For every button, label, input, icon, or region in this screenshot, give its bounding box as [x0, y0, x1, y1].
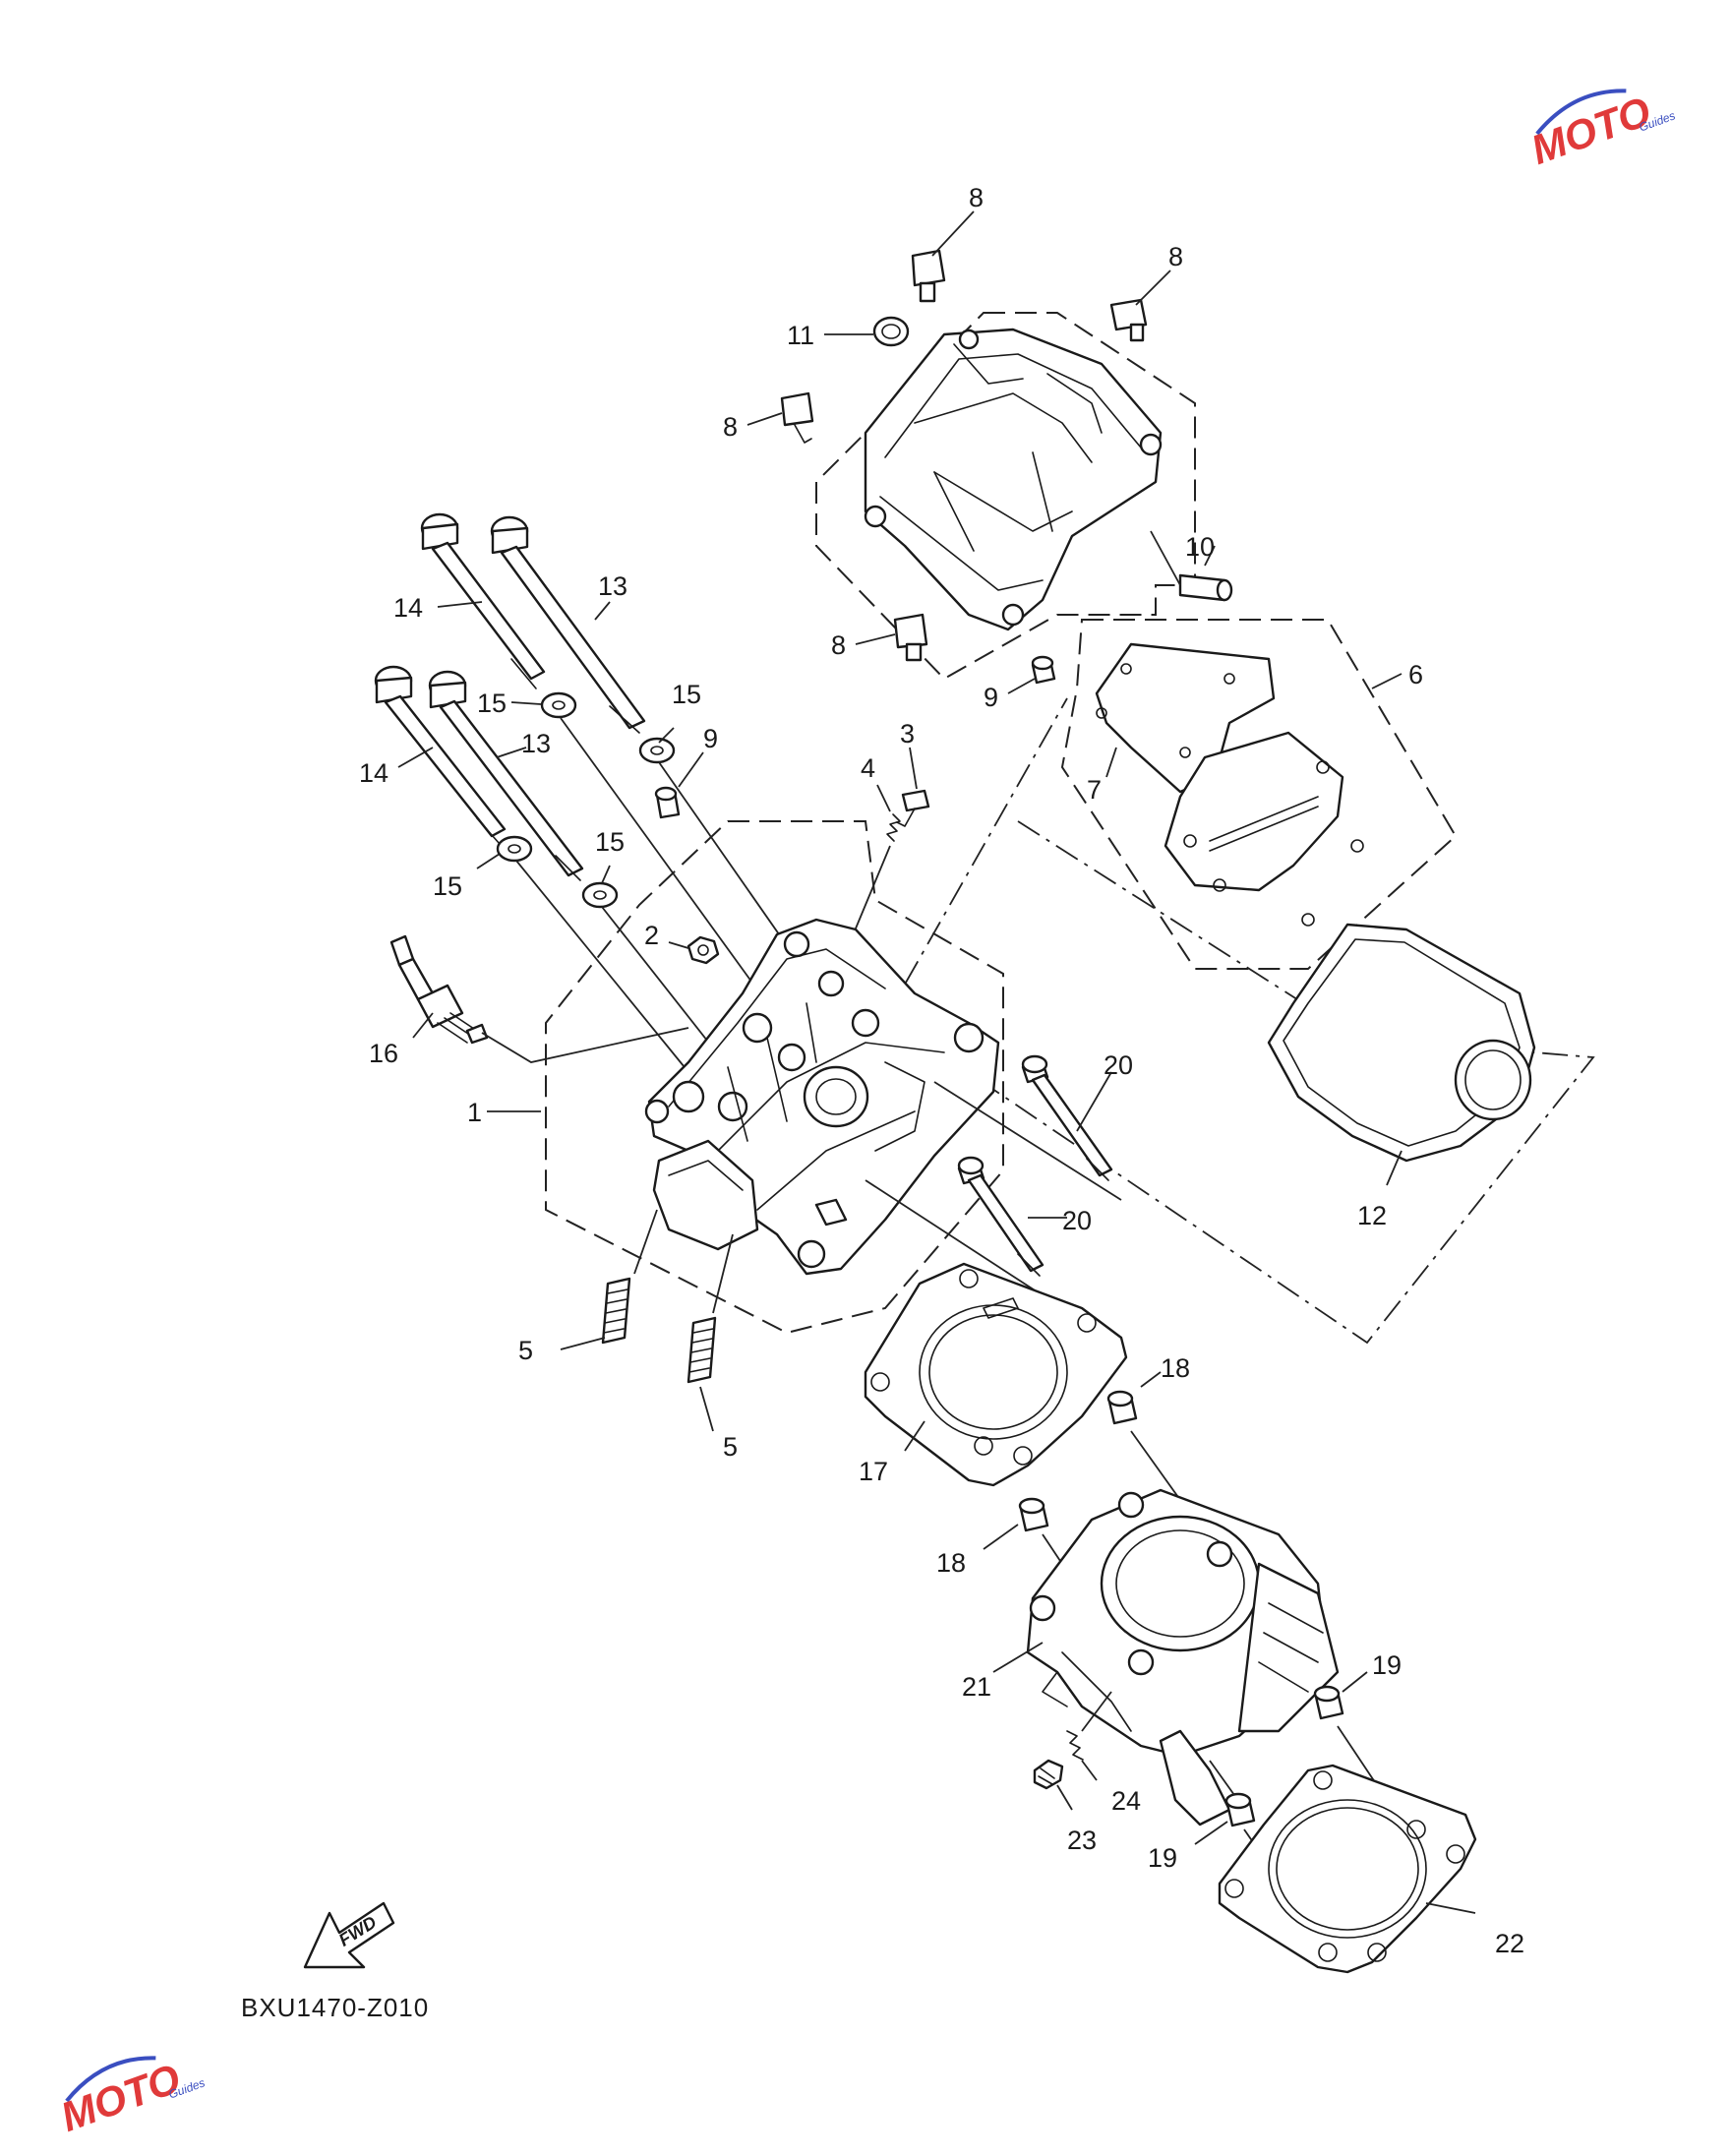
callout-9a: 9: [984, 683, 998, 712]
bolt-20-lines: [865, 1081, 1122, 1309]
callout-14b: 14: [359, 758, 388, 788]
callout-21: 21: [962, 1672, 991, 1702]
bolt-14-front: [374, 665, 507, 845]
callout-23: 23: [1067, 1826, 1097, 1855]
callout-4: 4: [861, 753, 875, 783]
callout-8d: 8: [831, 630, 846, 660]
callout-10: 10: [1185, 532, 1215, 562]
callout-19b: 19: [1148, 1843, 1177, 1873]
callout-17: 17: [859, 1457, 888, 1486]
diagram-code: BXU1470-Z010: [241, 1993, 429, 2022]
spark-plug-16: [389, 934, 689, 1063]
bolt-14-rear: [420, 512, 546, 689]
base-gasket-22: [1218, 1764, 1477, 1974]
callout-5a: 5: [518, 1336, 533, 1365]
callout-14a: 14: [393, 593, 423, 623]
callout-22: 22: [1495, 1929, 1524, 1958]
callout-8c: 8: [723, 412, 738, 442]
breather-plate-6: [1105, 673, 1403, 927]
watermark-logo-top: MOTO Guides: [1525, 88, 1677, 173]
callout-18b: 18: [936, 1548, 966, 1578]
callout-labels: 1 2 3 4 5 5 6 7 8 8 8 8 9 9 10 11 12 13 …: [359, 183, 1524, 1958]
fwd-arrow-icon: FWD: [303, 1901, 395, 1969]
callout-2: 2: [644, 921, 659, 950]
callout-15b: 15: [672, 680, 701, 709]
watermark-logo-bottom: MOTO Guides: [55, 2055, 207, 2140]
washer-15-a: [510, 691, 577, 719]
stud-5-right: [686, 1233, 734, 1432]
bolt-13-front: [428, 670, 584, 881]
callout-13b: 13: [521, 729, 551, 758]
callout-8a: 8: [969, 183, 984, 212]
bolt-23: [1033, 1759, 1073, 1811]
bolt-20-lower: [957, 1156, 1067, 1277]
bolt-20-upper: [1021, 1054, 1113, 1181]
stud-5-left: [560, 1209, 658, 1350]
callout-12: 12: [1357, 1201, 1387, 1230]
callout-20b: 20: [1062, 1206, 1092, 1235]
bolt-8-right: [1109, 270, 1171, 342]
callout-13a: 13: [598, 571, 627, 601]
washer-15-c: [476, 835, 533, 869]
cylinder-head-1: [644, 918, 1000, 1276]
callout-6: 6: [1408, 660, 1423, 689]
spring-24: [1066, 1691, 1112, 1781]
watermark-text: MOTO: [1525, 88, 1657, 173]
nut-2: [668, 935, 720, 965]
callout-19a: 19: [1372, 1650, 1402, 1680]
bolt-13-rear: [490, 515, 646, 734]
cylinder-21: [992, 1488, 1340, 1827]
dowel-9-top: [1007, 655, 1056, 694]
washer-15-d: [581, 865, 619, 909]
callout-7: 7: [1087, 775, 1102, 805]
callout-9b: 9: [703, 724, 718, 753]
callout-1: 1: [467, 1098, 482, 1127]
bolt-3: [896, 747, 930, 827]
gasket-12: [1267, 923, 1536, 1186]
callout-5b: 5: [723, 1432, 738, 1462]
callout-16: 16: [369, 1039, 398, 1068]
callout-15d: 15: [595, 827, 625, 857]
callout-15c: 15: [433, 871, 462, 901]
grommet-11: [824, 316, 910, 347]
head-gasket-17: [864, 1262, 1128, 1487]
callout-3: 3: [900, 719, 915, 749]
callout-24: 24: [1111, 1786, 1141, 1816]
callout-11: 11: [787, 321, 814, 350]
bolt-8-bottom: [855, 613, 928, 662]
bolt-8-left: [746, 391, 814, 444]
dowel-9-left: [654, 751, 704, 819]
bolt-8-top: [911, 210, 975, 303]
valve-cover: [864, 328, 1163, 631]
callout-8b: 8: [1168, 242, 1183, 271]
washer-15-b: [638, 727, 676, 764]
callout-20a: 20: [1104, 1050, 1133, 1080]
watermark-text-bottom: MOTO: [55, 2055, 187, 2140]
pin-10: [1150, 530, 1233, 602]
callout-15a: 15: [477, 689, 507, 718]
callout-18a: 18: [1161, 1353, 1190, 1383]
